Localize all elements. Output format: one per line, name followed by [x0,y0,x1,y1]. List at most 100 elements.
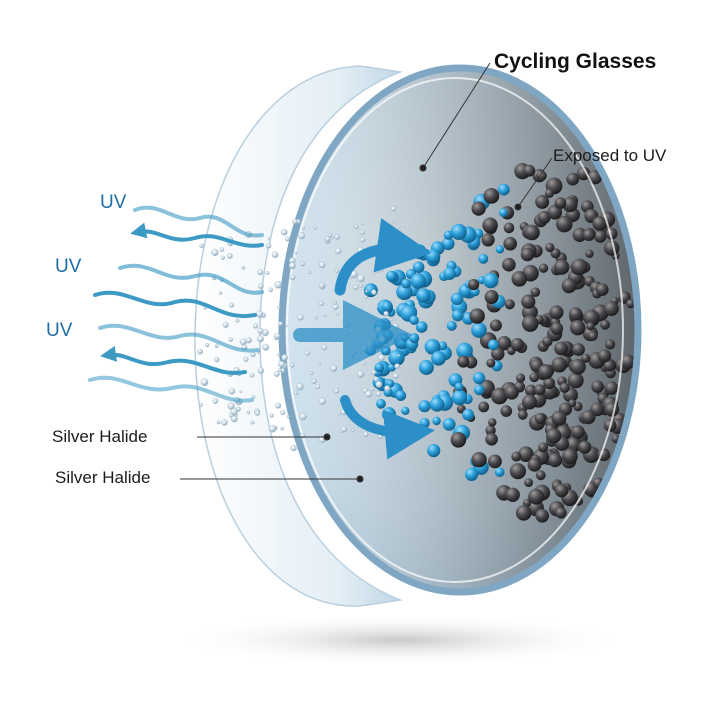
dark-molecule [549,305,564,320]
dark-molecule [538,364,554,380]
air-bubble [318,261,326,269]
air-bubble [327,233,333,238]
clear-molecule [416,288,431,303]
dark-molecule [515,505,532,521]
exposed-label: Exposed to UV [553,146,667,165]
clear-molecule [426,249,441,264]
air-bubble [199,403,203,407]
air-bubble [300,261,305,267]
air-bubble [343,321,349,328]
dark-molecule [556,215,573,233]
air-bubble [388,440,394,446]
wavy-arrow-icon [118,263,264,295]
air-bubble [361,345,368,351]
curved-arrow-icon [340,395,435,460]
silver-halide-1-dot [323,433,331,441]
dark-molecule [604,381,619,395]
dark-molecule [570,358,586,375]
air-bubble [333,300,338,305]
dark-molecule [551,410,567,426]
dark-molecule [468,279,480,291]
dark-molecule [511,451,522,462]
air-bubble [364,295,368,299]
air-bubble [390,318,393,322]
dark-molecule [542,336,553,347]
air-bubble [379,221,387,229]
clear-molecule [418,360,434,375]
curved-arrow-icon [334,218,432,296]
air-bubble [273,371,280,377]
clear-molecule [374,362,385,373]
clear-molecule [450,223,467,240]
air-bubble [271,251,279,259]
dark-molecule [554,341,568,356]
air-bubble [379,268,384,272]
air-bubble [391,206,396,212]
air-bubble [357,274,365,283]
title-leader-dot [419,164,427,172]
air-bubble [336,312,340,316]
air-bubble [274,280,283,289]
air-bubble [359,230,365,235]
air-bubble [230,408,238,416]
dark-molecule [502,257,516,272]
air-bubble [239,338,247,346]
air-bubble [371,369,377,375]
air-bubble [214,344,219,348]
air-bubble [332,303,339,310]
dark-molecule [626,299,636,309]
dark-molecule [535,194,550,209]
dark-molecule [522,394,537,410]
air-bubble [339,428,344,433]
uv-label-2: UV [55,256,82,277]
dark-molecule [503,236,517,251]
dark-molecule [547,204,563,220]
dark-molecule [504,299,515,310]
air-bubble [333,387,340,394]
wavy-arrow-icon [88,375,254,403]
air-bubble [298,232,306,240]
clear-molecule [471,322,487,338]
clear-molecule [409,315,419,325]
clear-molecule [451,389,468,406]
air-bubble [254,410,260,416]
air-bubble [228,302,234,308]
dark-molecule [534,413,546,424]
dark-molecule [509,463,526,480]
exposed-leader-dot [514,203,522,211]
clear-molecule [451,309,464,322]
air-bubble [370,387,375,392]
air-bubble [220,255,225,260]
air-bubble [360,305,364,309]
air-bubble [212,398,219,404]
dark-molecule [485,425,496,436]
exposed-leader [517,157,553,208]
air-bubble [257,335,264,343]
air-bubble [290,445,297,452]
air-bubble [275,402,282,409]
dark-molecule [545,242,555,253]
air-bubble [314,315,318,320]
clear-molecule [483,272,499,289]
clear-molecule [488,339,499,351]
clear-molecule [381,301,393,312]
dark-molecule [485,433,498,446]
clear-molecule [478,253,489,264]
air-bubble [278,321,283,327]
dark-molecule [521,315,539,332]
clear-molecule [443,267,456,281]
air-bubble [246,410,251,414]
clear-molecule [497,183,510,196]
air-bubble [331,236,335,240]
air-bubble [288,262,296,270]
dark-molecule [600,319,610,330]
dark-molecule [520,247,535,262]
air-bubble [265,271,270,276]
air-bubble [230,415,238,423]
title-leader [422,62,491,169]
dark-molecule [581,410,596,425]
air-bubble [361,222,365,226]
air-bubble [281,354,288,361]
